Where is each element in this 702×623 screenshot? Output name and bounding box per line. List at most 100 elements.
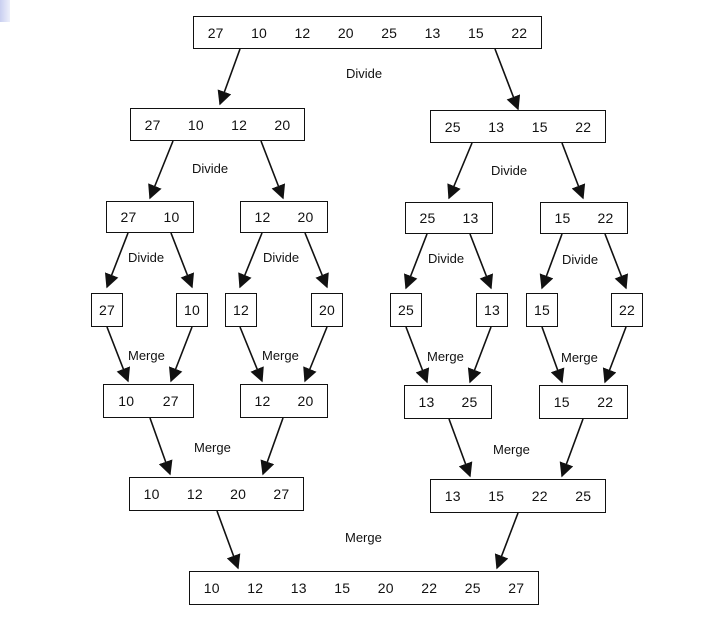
arrow xyxy=(106,326,131,383)
array-box-merged-pair-4: 15 22 xyxy=(539,385,628,419)
array-box-merged-half-right: 13 15 22 25 xyxy=(430,479,606,513)
array-cell: 25 xyxy=(419,210,436,226)
arrow xyxy=(602,326,627,384)
arrow xyxy=(405,326,430,384)
arrow xyxy=(260,140,286,200)
merge-label: Merge xyxy=(345,530,382,545)
array-cell: 15 xyxy=(467,24,484,41)
array-box-merged-pair-1: 10 27 xyxy=(103,384,194,418)
array-cell: 15 xyxy=(554,210,571,226)
arrow xyxy=(148,140,174,200)
arrow xyxy=(559,418,584,478)
single-box: 27 xyxy=(91,293,123,327)
arrow xyxy=(448,418,473,478)
array-cell: 20 xyxy=(274,116,291,133)
single-box: 10 xyxy=(176,293,208,327)
arrow xyxy=(239,326,264,383)
array-box-root: 27 10 12 20 25 13 15 22 xyxy=(193,16,542,49)
array-box-quarter-4: 15 22 xyxy=(540,202,628,234)
array-cell: 15 xyxy=(534,302,550,318)
arrow xyxy=(469,233,494,290)
array-cell: 27 xyxy=(144,116,161,133)
array-cell: 10 xyxy=(203,580,220,596)
single-box: 20 xyxy=(311,293,343,327)
array-cell: 13 xyxy=(484,302,500,318)
divide-label: Divide xyxy=(428,251,465,266)
array-cell: 10 xyxy=(184,302,200,318)
array-cell: 22 xyxy=(575,118,592,135)
array-cell: 27 xyxy=(99,302,115,318)
array-cell: 25 xyxy=(444,118,461,135)
arrow xyxy=(304,232,329,289)
array-cell: 20 xyxy=(230,486,247,502)
array-cell: 10 xyxy=(251,24,268,41)
array-box-merged-pair-3: 13 25 xyxy=(404,385,492,419)
array-cell: 27 xyxy=(207,24,224,41)
array-cell: 22 xyxy=(511,24,528,41)
merge-label: Merge xyxy=(493,442,530,457)
array-cell: 27 xyxy=(162,393,179,409)
arrow xyxy=(541,326,565,384)
array-box-half-right: 25 13 15 22 xyxy=(430,110,606,143)
arrow xyxy=(168,326,193,383)
arrow xyxy=(303,326,328,383)
merge-label: Merge xyxy=(194,440,231,455)
arrow xyxy=(403,233,428,290)
array-cell: 22 xyxy=(597,394,614,410)
single-box: 13 xyxy=(476,293,508,327)
array-cell: 10 xyxy=(187,116,204,133)
divide-label: Divide xyxy=(562,252,599,267)
corner-accent xyxy=(0,0,10,22)
arrow xyxy=(494,48,521,111)
array-cell: 27 xyxy=(120,209,137,225)
array-box-quarter-3: 25 13 xyxy=(405,202,493,234)
array-box-merged-half-left: 10 12 20 27 xyxy=(129,477,304,511)
merge-label: Merge xyxy=(262,348,299,363)
array-cell: 10 xyxy=(163,209,180,225)
array-cell: 13 xyxy=(488,118,505,135)
arrow xyxy=(604,233,629,290)
array-cell: 13 xyxy=(290,580,307,596)
array-cell: 22 xyxy=(531,488,548,504)
merge-label: Merge xyxy=(128,348,165,363)
array-box-final: 10 12 13 15 20 22 25 27 xyxy=(189,571,539,605)
single-box: 25 xyxy=(390,293,422,327)
array-cell: 12 xyxy=(233,302,249,318)
array-cell: 12 xyxy=(254,209,271,225)
array-cell: 13 xyxy=(424,24,441,41)
arrow xyxy=(104,232,129,289)
arrow xyxy=(170,232,195,289)
array-cell: 25 xyxy=(398,302,414,318)
array-cell: 10 xyxy=(143,486,160,502)
divide-label: Divide xyxy=(263,250,300,265)
array-cell: 20 xyxy=(377,580,394,596)
arrow xyxy=(494,512,519,570)
array-cell: 25 xyxy=(381,24,398,41)
divide-label: Divide xyxy=(491,163,528,178)
array-cell: 13 xyxy=(444,488,461,504)
divide-label: Divide xyxy=(128,250,165,265)
array-cell: 27 xyxy=(508,580,525,596)
array-cell: 12 xyxy=(231,116,248,133)
array-cell: 27 xyxy=(273,486,290,502)
array-cell: 22 xyxy=(421,580,438,596)
array-box-merged-pair-2: 12 20 xyxy=(240,384,328,418)
array-cell: 20 xyxy=(297,393,314,409)
arrow xyxy=(217,48,241,106)
divide-label: Divide xyxy=(192,161,229,176)
array-cell: 22 xyxy=(619,302,635,318)
divide-label: Divide xyxy=(346,66,383,81)
arrow xyxy=(149,417,173,476)
array-cell: 22 xyxy=(597,210,614,226)
array-cell: 25 xyxy=(575,488,592,504)
merge-label: Merge xyxy=(427,349,464,364)
array-cell: 25 xyxy=(464,580,481,596)
array-cell: 15 xyxy=(488,488,505,504)
arrow xyxy=(216,510,241,570)
array-cell: 15 xyxy=(553,394,570,410)
array-cell: 25 xyxy=(461,394,478,410)
array-box-quarter-2: 12 20 xyxy=(240,201,328,233)
array-cell: 12 xyxy=(254,393,271,409)
array-box-half-left: 27 10 12 20 xyxy=(130,108,305,141)
